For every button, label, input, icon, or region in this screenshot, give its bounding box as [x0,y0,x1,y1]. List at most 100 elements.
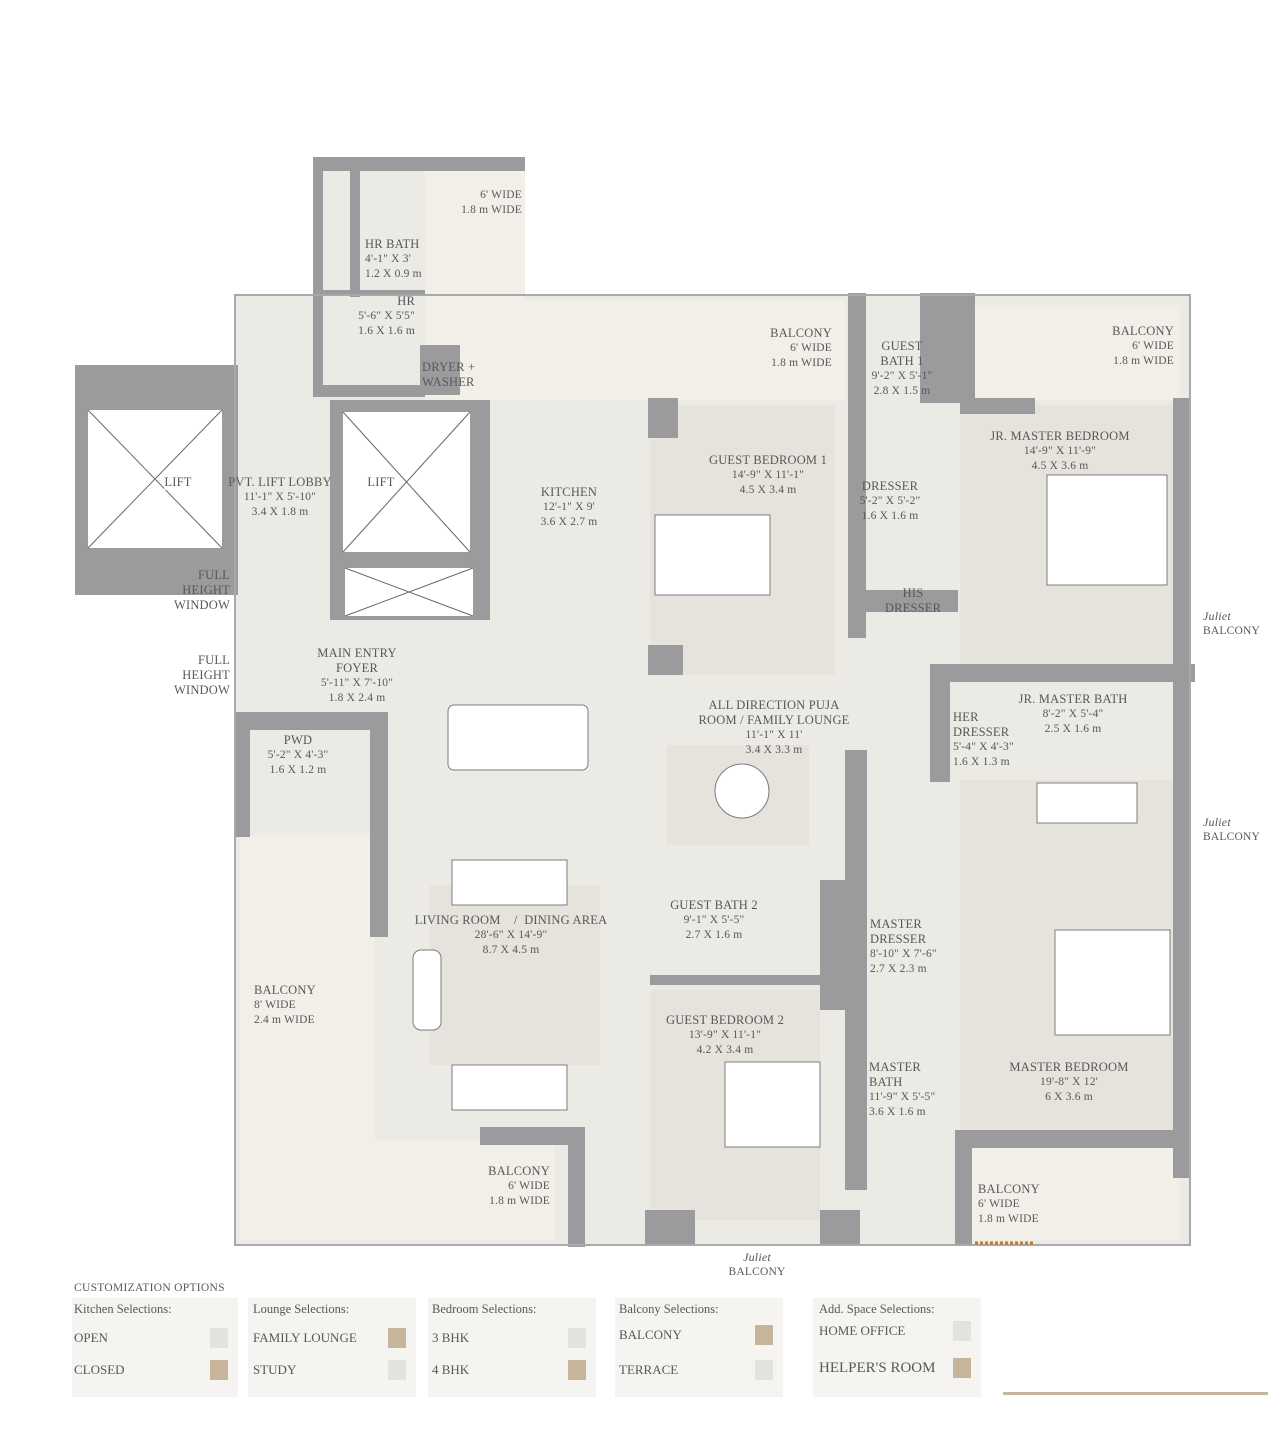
balcony-bottom [375,1140,555,1240]
room-name: LIFT [367,475,395,489]
panel-heading: Add. Space Selections: [819,1302,935,1316]
option-swatch[interactable] [210,1328,228,1348]
room-name: PWD [283,733,313,747]
room-name: BALCONY [254,983,316,997]
room-size-imperial: 14'-9" X 11'-9" [1023,445,1097,457]
label-script: Juliet [1203,609,1231,623]
option-swatch[interactable] [388,1360,406,1380]
option-swatch[interactable] [568,1360,586,1380]
option-swatch[interactable] [210,1360,228,1380]
option-kitchen-closed[interactable]: CLOSED [74,1359,228,1381]
label-line: HIS [902,586,924,600]
room-name: KITCHEN [540,485,598,499]
label-line: 6' WIDE [480,189,522,201]
sofa-master [1036,782,1138,824]
room-size-imperial: 9'-1" X 5'-5" [683,914,745,926]
wall [420,345,460,395]
wall [313,157,525,171]
option-family-lounge[interactable]: FAMILY LOUNGE [253,1327,406,1349]
wall [650,975,850,985]
room-size-imperial: 13'-9" X 11'-1" [688,1029,762,1041]
outer-boundary [234,294,1191,1246]
label-line: 1.8 m WIDE [1113,355,1174,367]
option-3-bhk[interactable]: 3 BHK [432,1327,586,1349]
option-swatch[interactable] [755,1360,773,1380]
label-line: 1.8 m WIDE [489,1195,550,1207]
sofa-side [412,949,442,1031]
option-helpers-room[interactable]: HELPER'S ROOM [819,1357,971,1379]
room-size-metric: 4.2 X 3.4 m [696,1044,754,1056]
room-name: GUEST BEDROOM 2 [665,1013,785,1027]
option-terrace[interactable]: TERRACE [619,1359,773,1381]
room-name: BALCONY [728,1266,786,1278]
room-size-imperial: 11'-1" X 5'-10" [243,491,317,503]
balcony-top [525,300,845,400]
option-balcony[interactable]: BALCONY [619,1324,773,1346]
label-line: WINDOW [173,598,230,612]
label-line: 1.8 m WIDE [461,204,522,216]
option-swatch[interactable] [953,1321,971,1341]
sofa-top [451,859,568,906]
wall [480,1127,585,1145]
room-size-imperial: 11'-1" X 11' [745,729,803,741]
option-label: FAMILY LOUNGE [253,1330,357,1345]
wall [370,712,388,937]
option-study[interactable]: STUDY [253,1359,406,1381]
room-size-metric: 4.5 X 3.4 m [739,484,797,496]
wall [848,293,866,638]
label-line: FOYER [336,661,378,675]
option-label: HELPER'S ROOM [819,1359,936,1376]
room-label-lift-right: LIFT [367,475,395,490]
wall [313,290,425,296]
panel-heading: Bedroom Selections: [432,1302,537,1316]
option-swatch[interactable] [388,1328,406,1348]
label-line: MASTER [870,917,922,931]
wall [235,712,375,730]
wall [863,590,958,612]
option-swatch[interactable] [568,1328,586,1348]
room-size-metric: 1.6 X 1.6 m [861,510,919,522]
wall [1173,398,1190,1178]
balcony-left [240,835,375,1240]
room-size-imperial: 28'-6" X 14'-9" [474,929,548,941]
label-line: DRYER + [422,360,476,374]
wall [235,712,250,837]
label-line: DRESSER [953,725,1010,739]
label-script: Juliet [743,1250,771,1264]
label-line: MASTER [869,1060,921,1074]
lounge-selections-panel: Lounge Selections: FAMILY LOUNGE STUDY [248,1298,416,1397]
room-size-metric: 2.7 X 2.3 m [870,963,927,975]
room-size-imperial: 8'-2" X 5'-4" [1042,708,1104,720]
wall [955,1130,1175,1148]
room-size-imperial: 8'-10" X 7'-6" [870,948,937,960]
room-size-metric: 1.2 X 0.9 m [365,268,422,280]
wall [568,1127,585,1247]
room-size-metric: 2.8 X 1.5 m [873,385,931,397]
option-swatch[interactable] [755,1325,773,1345]
room-size-metric: 3.6 X 1.6 m [869,1106,926,1118]
option-home-office[interactable]: HOME OFFICE [819,1320,971,1342]
panel-heading: Kitchen Selections: [74,1302,172,1316]
label-line: DRESSER [884,601,942,615]
room-size-metric: 3.6 X 2.7 m [540,516,598,528]
bed-guest-1 [654,514,771,596]
option-kitchen-open[interactable]: OPEN [74,1327,228,1349]
option-swatch[interactable] [953,1358,971,1378]
bedroom-selections-panel: Bedroom Selections: 3 BHK 4 BHK [428,1298,596,1397]
duct-cross [344,567,474,617]
label-line: ALL DIRECTION PUJA [708,698,840,712]
label-line: WASHER [422,375,475,389]
option-4-bhk[interactable]: 4 BHK [432,1359,586,1381]
